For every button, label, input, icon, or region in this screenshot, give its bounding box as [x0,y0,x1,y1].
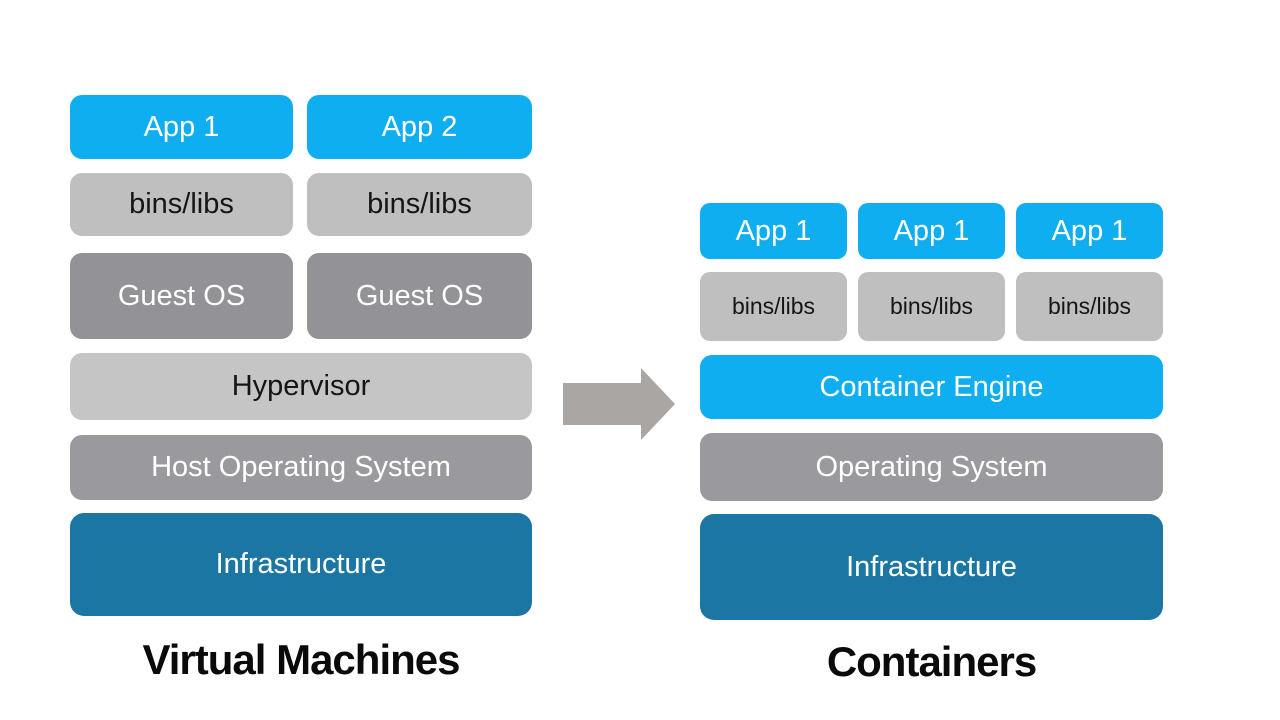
vm-bins-libs-box-2: bins/libs [307,173,532,236]
container-app-box-3: App 1 [1016,203,1163,259]
vm-app1-box: App 1 [70,95,293,159]
container-infrastructure-box: Infrastructure [700,514,1163,620]
host-operating-system-box: Host Operating System [70,435,532,500]
container-bins-libs-box-3: bins/libs [1016,272,1163,341]
guest-os-box-1: Guest OS [70,253,293,339]
container-app-box-1: App 1 [700,203,847,259]
guest-os-box-2: Guest OS [307,253,532,339]
vm-infrastructure-box: Infrastructure [70,513,532,616]
vm-stack-title: Virtual Machines [142,636,460,683]
hypervisor-box: Hypervisor [70,353,532,420]
container-bins-libs-box-1: bins/libs [700,272,847,341]
vm-app2-box: App 2 [307,95,532,159]
container-engine-box: Container Engine [700,355,1163,419]
container-app-box-2: App 1 [858,203,1005,259]
right-arrow-icon [563,368,675,440]
containers-stack-title: Containers [826,638,1037,685]
operating-system-box: Operating System [700,433,1163,501]
container-bins-libs-box-2: bins/libs [858,272,1005,341]
vm-bins-libs-box-1: bins/libs [70,173,293,236]
